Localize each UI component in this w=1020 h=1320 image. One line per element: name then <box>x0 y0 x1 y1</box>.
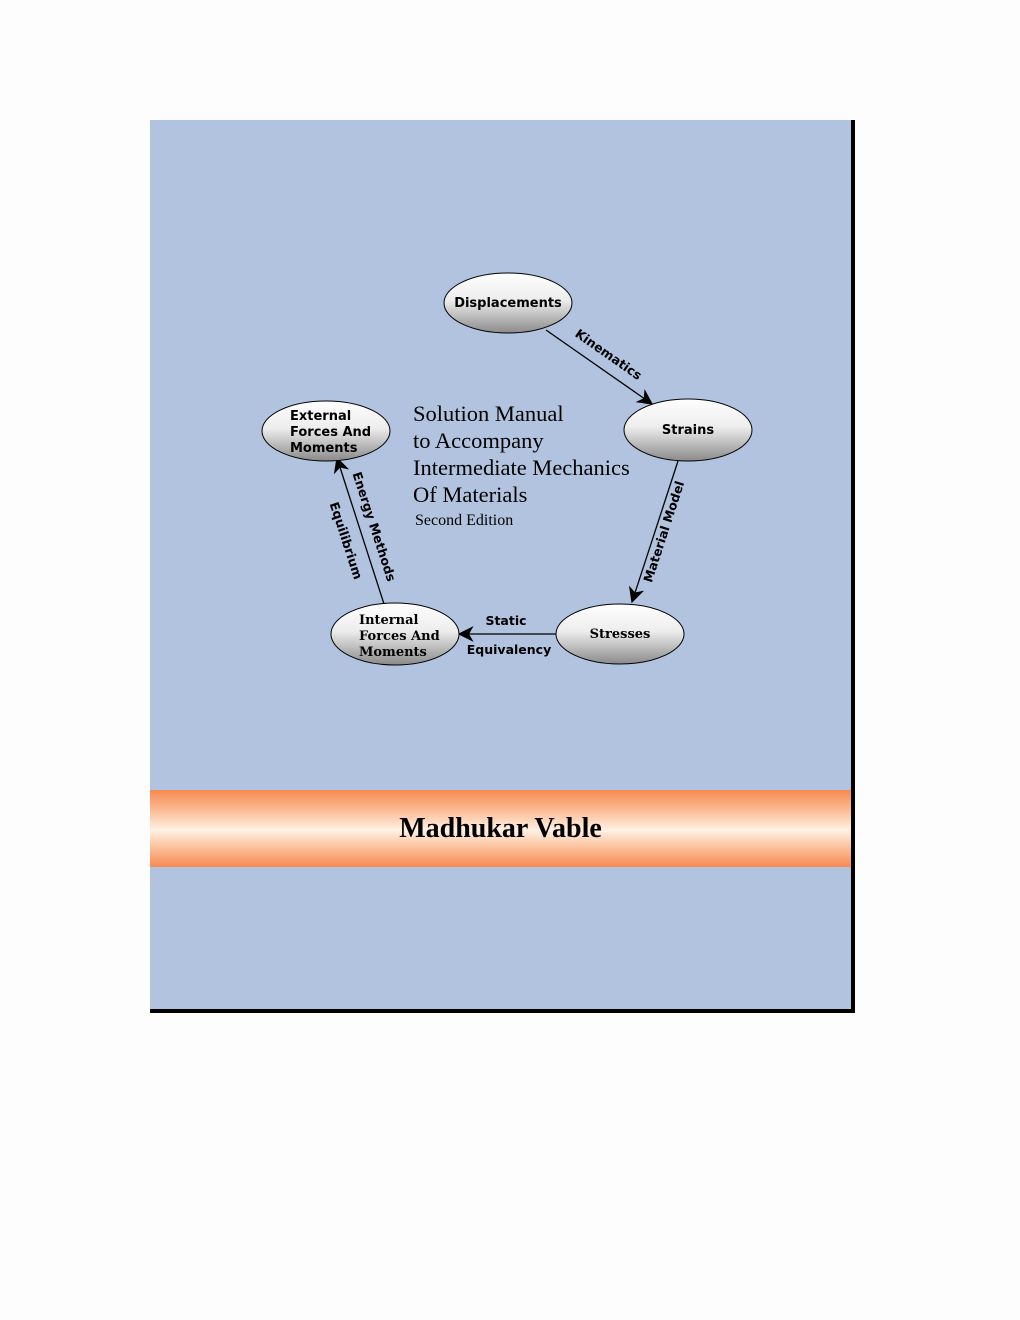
node-external-line-2: Forces And <box>290 425 371 440</box>
material-model-label: Material Model <box>640 479 687 584</box>
node-strains-label: Strains <box>662 423 714 438</box>
title-line-2: to Accompany <box>413 428 544 453</box>
material-model-arrow <box>628 460 679 604</box>
node-internal-line-2: Forces And <box>359 629 440 644</box>
author-name: Madhukar Vable <box>399 812 602 844</box>
node-internal-line-1: Internal <box>359 613 419 628</box>
node-external-line-3: Moments <box>290 441 358 456</box>
book-title-block: Solution Manual to Accompany Intermediat… <box>413 400 630 531</box>
edition-label: Second Edition <box>415 512 514 529</box>
node-displacements: Displacements <box>443 272 573 334</box>
equivalency-label: Equivalency <box>467 642 551 657</box>
node-stresses: Stresses <box>555 603 685 665</box>
title-line-4: Of Materials <box>413 482 528 507</box>
node-external-forces: External Forces And Moments <box>261 400 391 462</box>
title-line-1: Solution Manual <box>413 401 564 426</box>
kinematics-arrow <box>545 329 654 405</box>
static-label: Static <box>485 613 526 628</box>
node-external-line-1: External <box>290 409 351 424</box>
node-internal-forces: Internal Forces And Moments <box>330 602 460 666</box>
node-internal-line-3: Moments <box>359 645 427 660</box>
author-band: Madhukar Vable <box>150 790 851 867</box>
node-strains: Strains <box>623 398 753 462</box>
equilibrium-arrow <box>333 456 385 605</box>
node-displacements-label: Displacements <box>454 296 562 311</box>
title-line-3: Intermediate Mechanics <box>413 455 630 480</box>
node-stresses-label: Stresses <box>590 627 651 642</box>
equilibrium-label: Equilibrium <box>327 500 366 581</box>
